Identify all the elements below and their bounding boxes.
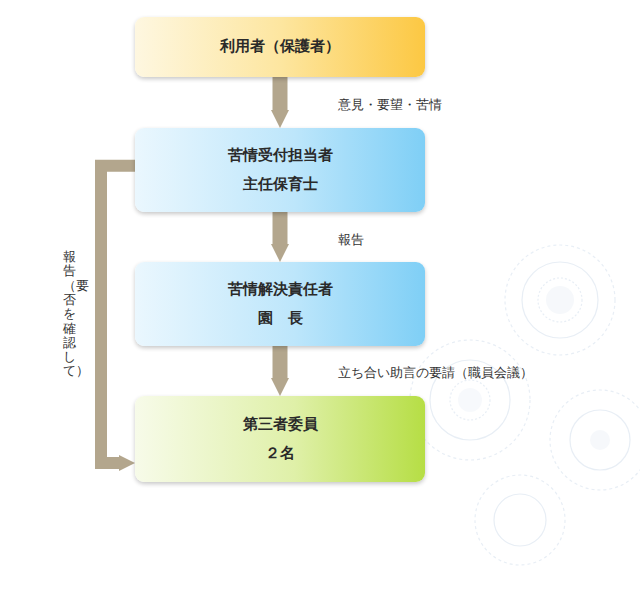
flow-arrow <box>101 166 135 463</box>
process-box: 苦情受付担当者主任保育士 <box>135 128 425 212</box>
committee-box: 第三者委員 ２名 <box>135 396 425 482</box>
flow-arrow <box>273 77 288 110</box>
node-text: 園 長 <box>258 309 303 329</box>
flow-arrow <box>273 212 288 244</box>
flow-arrow <box>273 346 288 378</box>
node-text: 苦情受付担当者 <box>228 146 333 166</box>
process-box: 苦情解決責任者園 長 <box>135 262 425 346</box>
user-box: 利用者（保護者） <box>135 17 425 77</box>
node-text: 主任保育士 <box>243 175 318 195</box>
node-text: 苦情解決責任者 <box>228 280 333 300</box>
node-text: ２名 <box>265 444 295 464</box>
node-text: 利用者（保護者） <box>220 37 340 57</box>
edge-label: 意見・要望・苦情 <box>338 96 442 114</box>
edge-label: 報告（要否を確認して） <box>63 250 76 379</box>
node-text: 第三者委員 <box>243 415 318 435</box>
edge-label: 報告 <box>338 231 364 249</box>
edge-label: 立ち合い助言の要請（職員会議） <box>338 364 533 382</box>
